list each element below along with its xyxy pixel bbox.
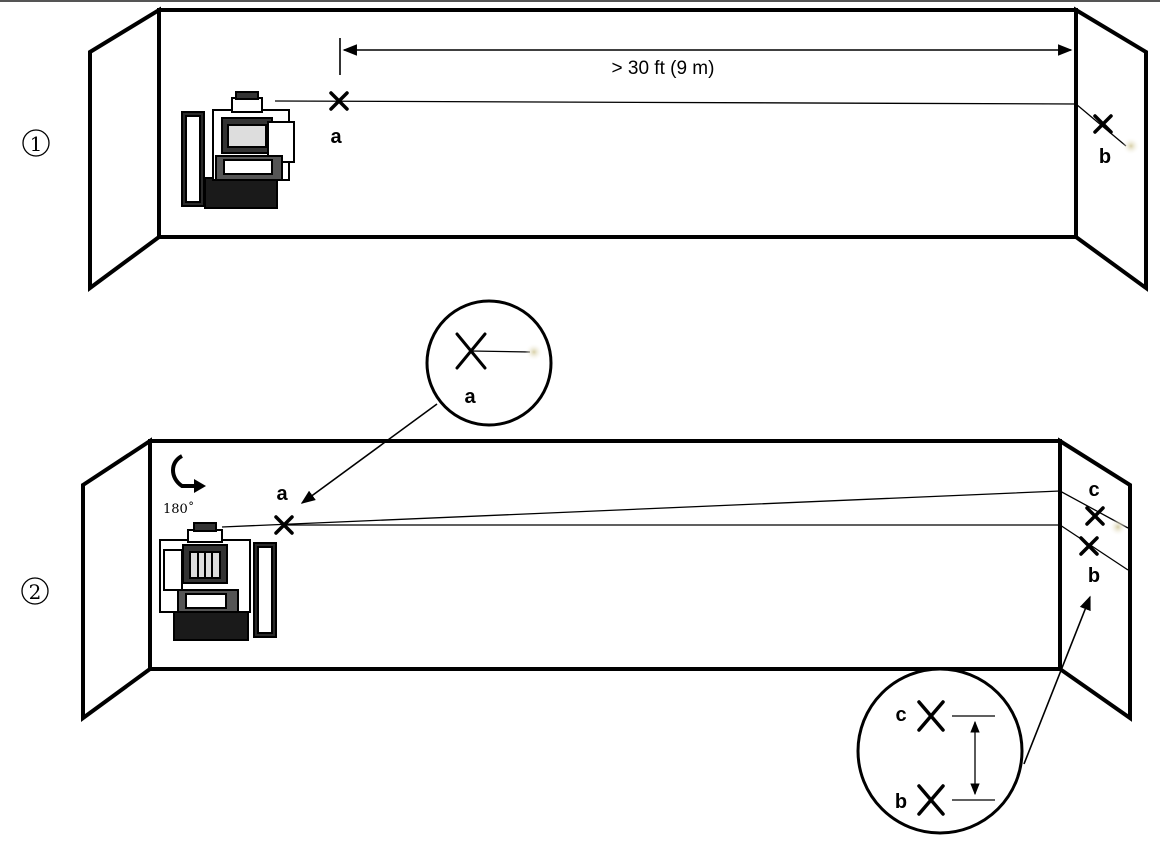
step2-mark-b-label: b	[1088, 565, 1100, 587]
zoom-circle-a: a	[425, 299, 553, 427]
step2-mark-a-cross	[274, 515, 294, 535]
zoom-circle-bc: c b	[856, 667, 1024, 835]
rotation-label: 180˚	[163, 501, 194, 517]
step2-laser-beam-upper	[221, 490, 1129, 529]
step1-mark-b-cross	[1093, 114, 1113, 134]
step1-mark-a-label: a	[330, 126, 342, 148]
step1-laser-device	[181, 91, 295, 209]
step2-back-wall	[148, 439, 1062, 671]
step1-distance-label: > 30 ft (9 m)	[612, 58, 715, 79]
step1-mark-a-cross	[329, 91, 349, 111]
step2-laser-spot	[1109, 518, 1127, 536]
step2-mark-c-label: c	[1088, 479, 1099, 501]
rotate-arrow-icon	[171, 454, 196, 488]
step1-number: 1	[30, 132, 43, 156]
step1-number-badge: 1	[22, 129, 50, 157]
step1-room	[88, 6, 1148, 292]
step2-right-wall	[1058, 437, 1132, 722]
step1-laser-beam	[274, 100, 1127, 147]
zoom-a-pointer	[300, 403, 438, 504]
zoom-circle-b-label: b	[895, 791, 907, 813]
step1-mark-b-label: b	[1099, 146, 1111, 168]
step1-right-wall	[1074, 6, 1148, 292]
step2-mark-b-cross	[1079, 536, 1099, 556]
zoom-circle-c-label: c	[895, 704, 906, 726]
step2-mark-a-label: a	[276, 483, 288, 505]
step1-left-wall	[88, 6, 161, 292]
step2-number: 2	[29, 580, 42, 604]
step1-distance-dimension	[339, 38, 1073, 75]
step2-left-wall	[81, 437, 152, 722]
step2-laser-device	[159, 522, 277, 641]
step2-number-badge: 2	[21, 577, 49, 605]
rotate-arrowhead	[194, 479, 206, 493]
step1-back-wall	[157, 8, 1078, 239]
zoom-bc-pointer	[1023, 595, 1091, 765]
step2-mark-c-cross	[1085, 506, 1105, 526]
step2-room	[81, 437, 1132, 722]
zoom-circle-a-label: a	[464, 386, 476, 408]
step1-laser-spot	[1122, 137, 1140, 155]
step2-laser-beam-lower	[282, 524, 1129, 571]
